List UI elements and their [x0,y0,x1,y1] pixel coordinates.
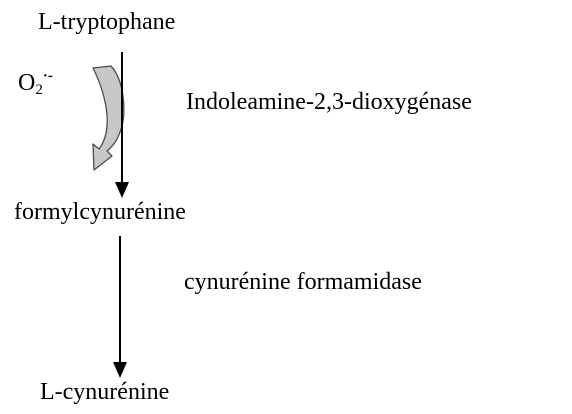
enzyme-1-label: Indoleamine-2,3-dioxygénase [186,89,472,115]
cofactor-curved-arrow [92,65,125,171]
reaction-arrow-1-head [115,182,129,198]
cofactor-label: O2·- [18,62,53,104]
intermediate-label: formylcynurénine [14,199,186,225]
substrate-label: L-tryptophane [38,9,176,35]
cofactor-subscript: 2 [35,82,43,98]
enzyme-2-label: cynurénine formamidase [184,269,422,295]
reaction-arrow-2-head [113,362,127,378]
cofactor-base: O [18,70,36,96]
cofactor-superscript: ·- [42,68,53,84]
product-label: L-cynurénine [40,379,170,405]
